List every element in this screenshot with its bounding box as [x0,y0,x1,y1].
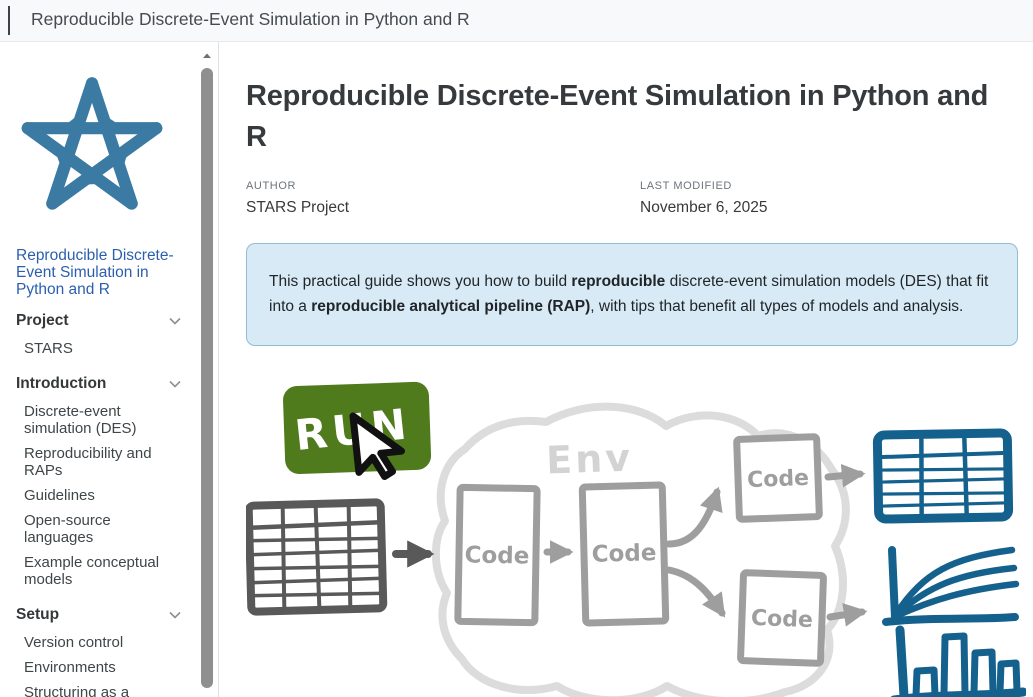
arrow-code3-to-table [824,463,866,488]
page-title: Reproducible Discrete-Event Simulation i… [246,80,989,154]
output-results-table [872,428,1014,524]
code-label: Code [591,540,656,568]
rap-pipeline-illustration: Env RUN [244,374,1028,697]
sidebar-scrollbar[interactable] [199,42,215,697]
last-modified-label: LAST MODIFIED [640,180,732,193]
sidebar-item-structuring-as-a-package[interactable]: Structuring as a package [24,684,130,697]
chevron-down-icon[interactable] [168,608,182,622]
main-content: Reproducible Discrete-Event Simulation i… [220,42,1033,697]
cursor-pointer-icon [349,412,405,480]
sidebar-book-title-link[interactable]: Reproducible Discrete-Event Simulation i… [16,247,174,298]
chevron-down-icon[interactable] [168,377,182,391]
sidebar-item-example-conceptual-models[interactable]: Example conceptual models [24,554,160,588]
callout-text: This practical guide shows you how to bu… [269,273,989,316]
section-label: Project [16,312,69,329]
author-value: STARS Project [246,199,350,217]
output-line-chart [882,545,1020,626]
author-label: AUTHOR [246,180,297,193]
sidebar-item-environments[interactable]: Environments [24,659,116,676]
sidebar-section-introduction: Introduction Discrete-event simulation (… [16,375,194,592]
section-label: Setup [16,606,60,623]
code-label: Code [751,605,814,632]
code-box-2: Code [578,481,670,627]
sidebar-section-header-introduction[interactable]: Introduction [16,375,194,393]
arrow-code4-to-charts [826,602,868,627]
arrow-code2-to-code4 [665,566,726,618]
env-label: Env [545,435,633,482]
last-modified-value: November 6, 2025 [640,199,768,217]
sidebar-section-setup: Setup Version control Environments Struc… [16,606,194,697]
sidebar: Reproducible Discrete-Event Simulation i… [0,42,219,697]
code-label: Code [747,465,810,492]
chevron-down-icon[interactable] [168,314,182,328]
window-edge-bar [8,6,10,35]
stars-logo-icon [17,74,177,229]
code-box-3: Code [733,432,823,523]
arrow-code2-to-code3 [665,486,723,548]
sidebar-section-header-setup[interactable]: Setup [16,606,194,624]
code-box-4: Code [737,568,827,667]
output-bar-chart [890,625,1028,697]
sidebar-section-header-project[interactable]: Project [16,312,194,330]
scrollbar-thumb[interactable] [201,68,213,688]
sidebar-item-version-control[interactable]: Version control [24,634,124,651]
sidebar-section-project: Project STARS [16,312,194,361]
scrollbar-up-arrow-button[interactable] [201,50,213,62]
code-box-1: Code [454,483,541,626]
sidebar-item-reproducibility-raps[interactable]: Reproducibility and RAPs [24,445,152,479]
sidebar-item-open-source-languages[interactable]: Open-source languages [24,512,111,546]
input-data-table [244,497,388,616]
sidebar-item-stars[interactable]: STARS [24,340,73,357]
top-navbar: Reproducible Discrete-Event Simulation i… [0,0,1033,42]
note-callout: This practical guide shows you how to bu… [246,243,1018,346]
code-label: Code [464,542,529,569]
section-label: Introduction [16,375,107,392]
navbar-title[interactable]: Reproducible Discrete-Event Simulation i… [31,9,470,29]
page-metadata: AUTHOR STARS Project LAST MODIFIED Novem… [246,180,1018,217]
sidebar-item-des[interactable]: Discrete-event simulation (DES) [24,403,137,437]
run-button-graphic: RUN [283,381,432,480]
sidebar-item-guidelines[interactable]: Guidelines [24,487,95,504]
